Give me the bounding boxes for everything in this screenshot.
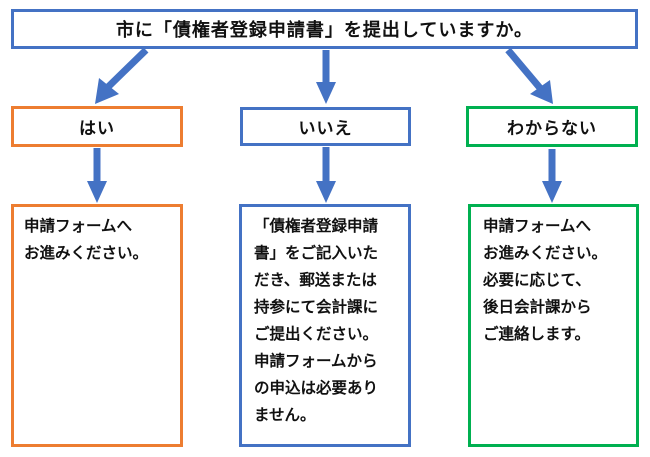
instruction-line: 必要に応じて、 xyxy=(483,271,591,289)
answer-unknown-label: わからない xyxy=(507,119,597,139)
arrow-question-to-unknown xyxy=(505,47,543,91)
yes-instruction-box: 申請フォームへ お進みください。 xyxy=(11,204,183,447)
instruction-line: ご提出ください。 xyxy=(254,325,379,343)
answer-yes-box: はい xyxy=(11,106,183,147)
instruction-line: 書」をご記入いた xyxy=(254,244,379,262)
arrowhead-yes-content xyxy=(87,181,107,203)
arrowhead-yes xyxy=(95,78,119,104)
answer-yes-label: はい xyxy=(79,119,115,139)
no-instruction-box: 「債権者登録申請 書」をご記入いた だき、郵送または 持参にて会計課に ご提出く… xyxy=(239,204,411,447)
arrowhead-no-content xyxy=(316,181,336,203)
arrowhead-unknown-content xyxy=(542,181,562,203)
instruction-line: 申請フォームから xyxy=(254,352,378,370)
answer-unknown-box: わからない xyxy=(466,106,638,147)
question-box: 市に「債権者登録申請書」を提出していますか。 xyxy=(11,9,638,49)
instruction-line: 持参にて会計課に xyxy=(254,298,379,316)
instruction-line: お進みください。 xyxy=(24,244,149,262)
instruction-line: ません。 xyxy=(254,406,316,424)
instruction-line: 申請フォームへ xyxy=(24,217,133,235)
answer-no-label: いいえ xyxy=(298,119,353,139)
question-text: 市に「債権者登録申請書」を提出していますか。 xyxy=(115,20,534,41)
instruction-line: お進みください。 xyxy=(483,244,608,262)
arrowhead-no xyxy=(316,82,336,104)
instruction-line: だき、郵送または xyxy=(254,271,377,289)
instruction-line: 後日会計課から xyxy=(483,298,592,316)
instruction-line: ご連絡します。 xyxy=(483,325,590,343)
instruction-line: の申込は必要あり xyxy=(254,379,379,397)
unknown-instruction-box: 申請フォームへ お進みください。 必要に応じて、 後日会計課から ご連絡します。 xyxy=(468,204,639,447)
answer-no-box: いいえ xyxy=(240,107,411,146)
arrow-question-to-yes xyxy=(104,47,149,91)
arrowhead-unknown xyxy=(530,80,553,104)
instruction-line: 申請フォームへ xyxy=(483,217,592,235)
instruction-line: 「債権者登録申請 xyxy=(254,217,379,235)
